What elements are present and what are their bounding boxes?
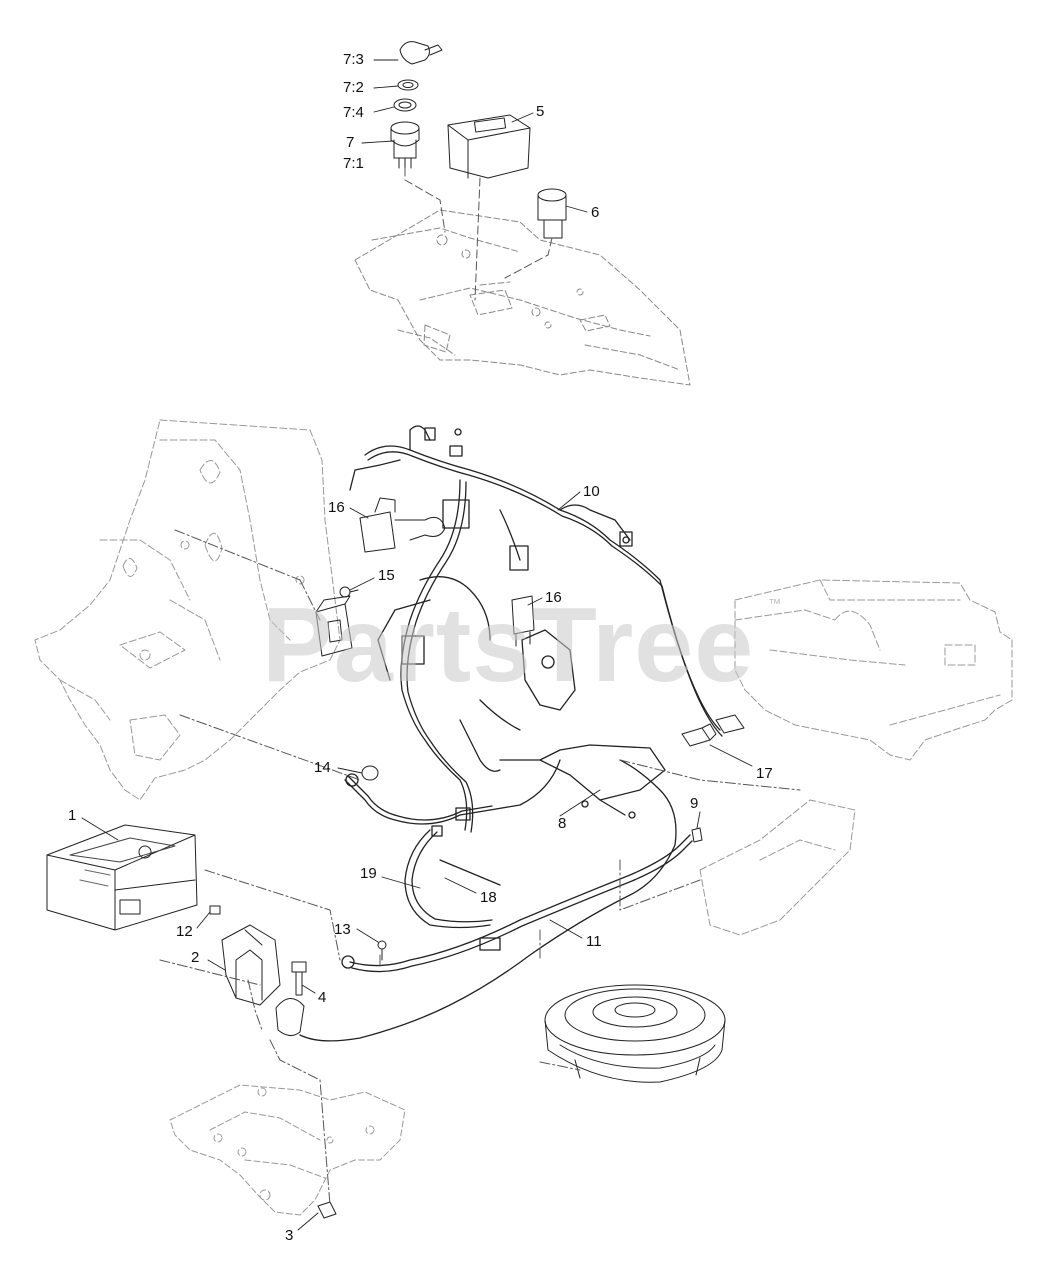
tie-9 <box>691 827 703 843</box>
callout-7-2[interactable]: 7:2 <box>343 79 364 96</box>
screw-15 <box>339 586 359 598</box>
dash-leaders <box>404 167 553 301</box>
nut-12 <box>209 905 221 915</box>
callout-7-3[interactable]: 7:3 <box>343 51 364 68</box>
callout-19[interactable]: 19 <box>360 865 377 882</box>
callout-15[interactable]: 15 <box>378 567 395 584</box>
callout-2[interactable]: 2 <box>191 949 200 966</box>
battery <box>46 824 198 931</box>
pto-clutch <box>544 984 726 1083</box>
terminal-14 <box>361 765 379 781</box>
callout-7-1[interactable]: 7:1 <box>343 155 364 172</box>
callout-17[interactable]: 17 <box>756 765 773 782</box>
callout-13[interactable]: 13 <box>334 921 351 938</box>
callout-8[interactable]: 8 <box>558 815 567 832</box>
callout-10[interactable]: 10 <box>583 483 600 500</box>
assembly-lines <box>159 529 801 1206</box>
callout-12[interactable]: 12 <box>176 923 193 940</box>
relay-block <box>315 595 353 657</box>
washer-ring <box>393 98 417 112</box>
clutch-connector <box>275 998 305 1036</box>
nut-ring <box>397 79 419 91</box>
callout-6[interactable]: 6 <box>591 204 600 221</box>
battery-bracket <box>221 924 281 1006</box>
battery-plate <box>169 1084 406 1216</box>
ignition-switch <box>390 121 420 169</box>
pto-switch <box>537 188 567 239</box>
seat-switch <box>681 714 745 747</box>
nut-3 <box>317 1201 337 1219</box>
callout-7-4[interactable]: 7:4 <box>343 104 364 121</box>
callout-7[interactable]: 7 <box>346 134 355 151</box>
callout-11[interactable]: 11 <box>586 933 602 950</box>
screw-13 <box>377 940 387 961</box>
callout-1[interactable]: 1 <box>68 807 77 824</box>
callout-16-upper[interactable]: 16 <box>328 499 345 516</box>
callout-16-lower[interactable]: 16 <box>545 589 562 606</box>
callout-9[interactable]: 9 <box>690 795 699 812</box>
callout-14[interactable]: 14 <box>314 759 331 776</box>
hour-meter <box>447 114 531 179</box>
right-frame <box>699 579 1013 936</box>
callout-leaders <box>81 59 753 1231</box>
callout-5[interactable]: 5 <box>536 103 545 120</box>
dash-panel <box>354 209 691 386</box>
ignition-key <box>399 41 443 65</box>
relay-lower <box>511 595 535 647</box>
callout-3[interactable]: 3 <box>285 1227 294 1244</box>
relay-upper <box>359 497 446 553</box>
trademark-symbol: ™ <box>768 596 781 611</box>
callout-18[interactable]: 18 <box>480 889 497 906</box>
left-frame <box>34 419 341 801</box>
callout-4[interactable]: 4 <box>318 989 327 1006</box>
wire-harness <box>349 425 723 833</box>
bolt-4 <box>291 961 307 996</box>
battery-cables <box>299 719 693 1042</box>
partstree-watermark: PartsTree <box>262 586 755 704</box>
